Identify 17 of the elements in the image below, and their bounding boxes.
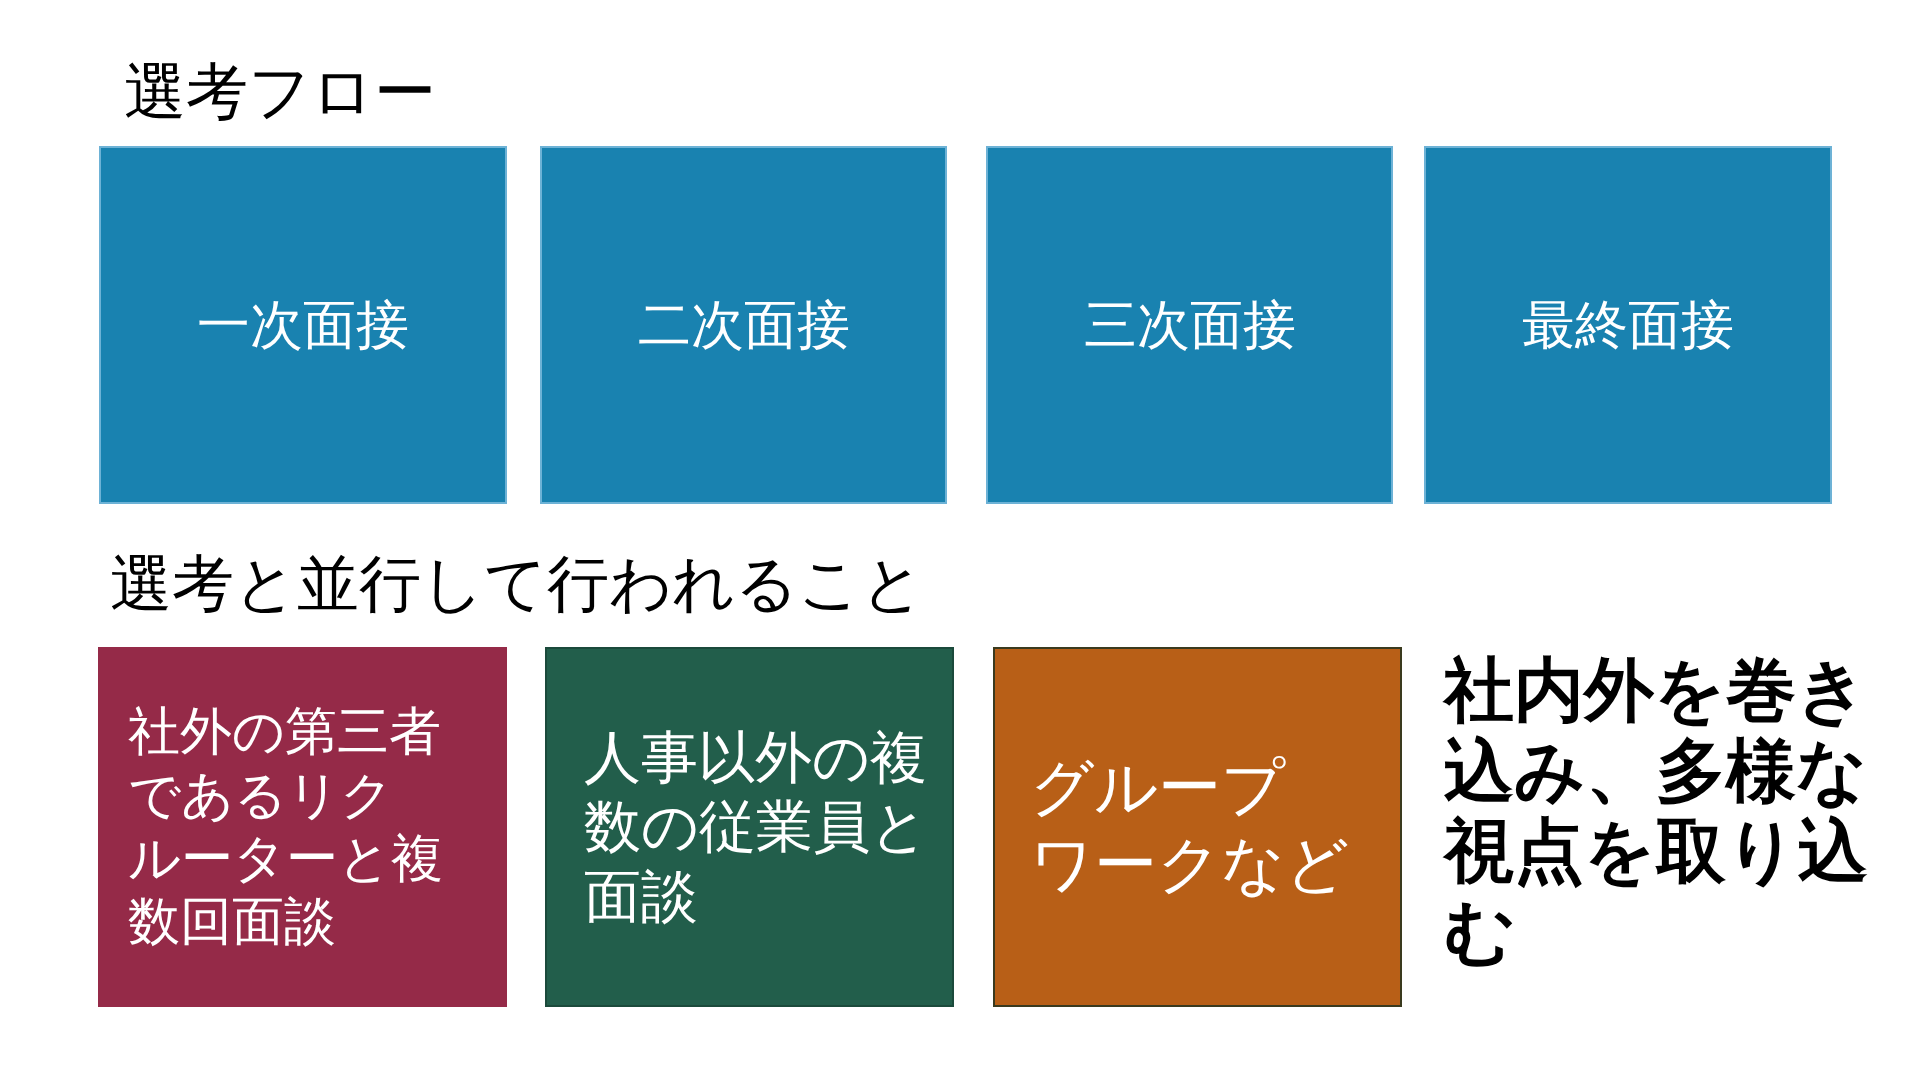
stage-box <box>99 146 507 504</box>
box-text: 最終面接 <box>1522 292 1734 357</box>
note-text: 社内外を巻き込み、多様な視点を取り込む <box>1444 650 1869 972</box>
box-text: 三次面接 <box>1083 292 1296 357</box>
section-heading: 選考と並行して行われること <box>110 550 924 619</box>
box-text: 二次面接 <box>637 292 850 357</box>
box-text: グループワークなど <box>1030 750 1350 903</box>
box-text: 社外の第三者であるリクルーターと複数回面談 <box>128 700 444 954</box>
stage-box <box>540 146 947 504</box>
activity-box <box>993 647 1402 1007</box>
stage-box <box>1424 146 1832 504</box>
box-text: 一次面接 <box>197 292 409 357</box>
activity-box <box>98 647 507 1007</box>
title: 選考フロー <box>124 58 436 127</box>
activity-box <box>545 647 954 1007</box>
box-text: 人事以外の複数の従業員と面談 <box>584 722 929 931</box>
stage-box <box>986 146 1393 504</box>
